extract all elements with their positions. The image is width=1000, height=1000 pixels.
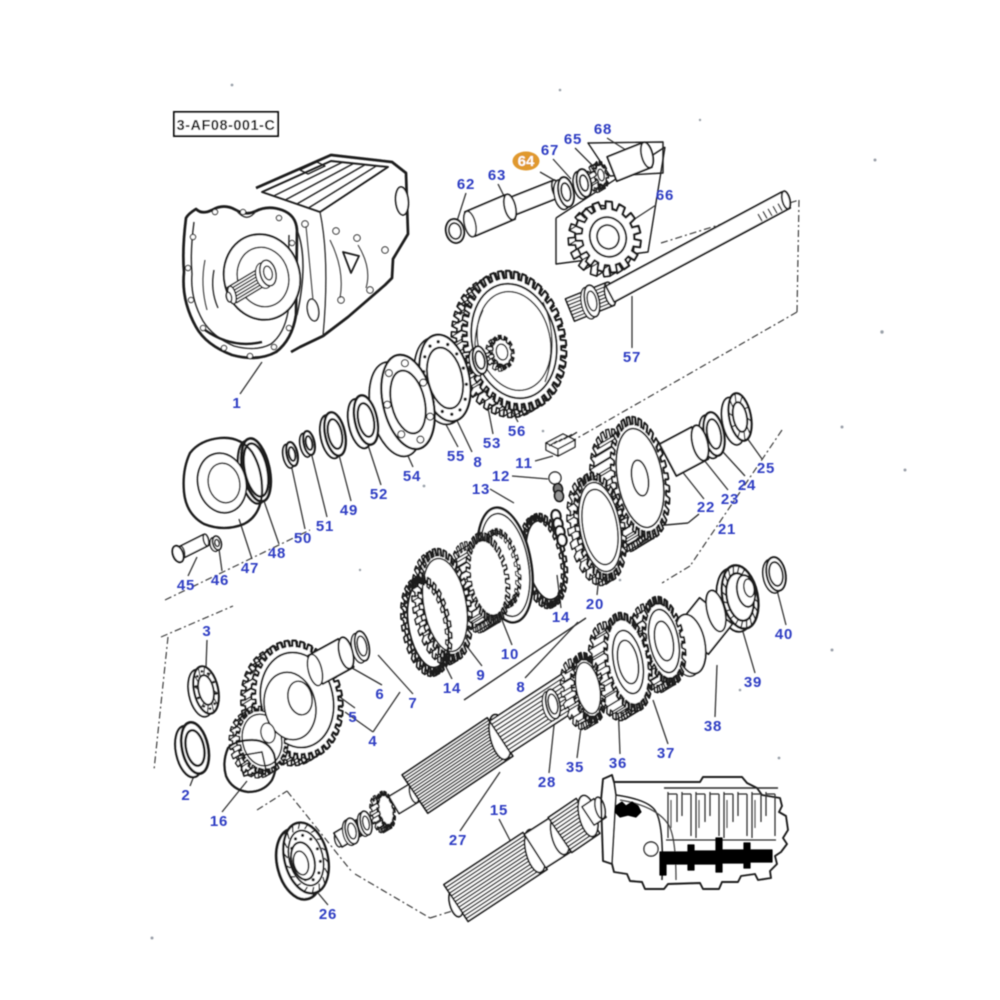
svg-text:54: 54 <box>403 468 421 485</box>
svg-text:56: 56 <box>508 423 526 440</box>
svg-text:27: 27 <box>449 832 467 849</box>
svg-text:7: 7 <box>408 695 417 712</box>
svg-text:23: 23 <box>721 491 739 508</box>
svg-text:3-AF08-001-C: 3-AF08-001-C <box>177 118 276 134</box>
svg-text:39: 39 <box>744 674 762 691</box>
svg-text:24: 24 <box>738 477 756 494</box>
svg-text:3: 3 <box>202 623 211 640</box>
svg-text:2: 2 <box>181 787 190 804</box>
svg-text:26: 26 <box>319 906 337 923</box>
svg-text:35: 35 <box>566 759 584 776</box>
svg-text:46: 46 <box>211 572 229 589</box>
svg-text:21: 21 <box>718 521 736 538</box>
svg-text:45: 45 <box>177 577 195 594</box>
svg-text:12: 12 <box>492 468 510 485</box>
svg-text:53: 53 <box>483 435 501 452</box>
svg-text:4: 4 <box>368 733 377 750</box>
svg-text:6: 6 <box>375 686 384 703</box>
svg-text:5: 5 <box>348 709 357 726</box>
svg-text:40: 40 <box>775 626 793 643</box>
svg-text:8: 8 <box>473 454 482 471</box>
svg-text:8: 8 <box>516 679 525 696</box>
svg-text:13: 13 <box>472 481 490 498</box>
svg-text:64: 64 <box>518 153 535 170</box>
svg-text:25: 25 <box>757 460 775 477</box>
svg-text:22: 22 <box>697 499 715 516</box>
svg-text:65: 65 <box>564 131 582 148</box>
svg-text:37: 37 <box>657 745 675 762</box>
svg-text:51: 51 <box>316 518 334 535</box>
svg-text:28: 28 <box>538 774 556 791</box>
svg-text:49: 49 <box>340 502 358 519</box>
svg-text:63: 63 <box>488 167 506 184</box>
svg-text:62: 62 <box>457 176 475 193</box>
svg-text:57: 57 <box>623 349 641 366</box>
svg-text:11: 11 <box>515 455 532 472</box>
svg-text:66: 66 <box>656 187 674 204</box>
svg-text:48: 48 <box>268 545 286 562</box>
svg-text:52: 52 <box>370 486 388 503</box>
svg-text:38: 38 <box>704 718 722 735</box>
svg-text:36: 36 <box>609 755 627 772</box>
svg-text:10: 10 <box>501 646 519 663</box>
svg-text:68: 68 <box>594 121 612 138</box>
svg-text:67: 67 <box>541 142 559 159</box>
svg-text:55: 55 <box>447 448 465 465</box>
svg-text:50: 50 <box>294 530 312 547</box>
svg-text:1: 1 <box>232 395 241 412</box>
svg-text:14: 14 <box>443 680 461 697</box>
svg-text:20: 20 <box>586 596 604 613</box>
svg-text:47: 47 <box>241 560 259 577</box>
svg-text:14: 14 <box>552 609 570 626</box>
svg-text:9: 9 <box>476 667 485 684</box>
svg-text:15: 15 <box>490 802 508 819</box>
svg-text:16: 16 <box>210 813 228 830</box>
